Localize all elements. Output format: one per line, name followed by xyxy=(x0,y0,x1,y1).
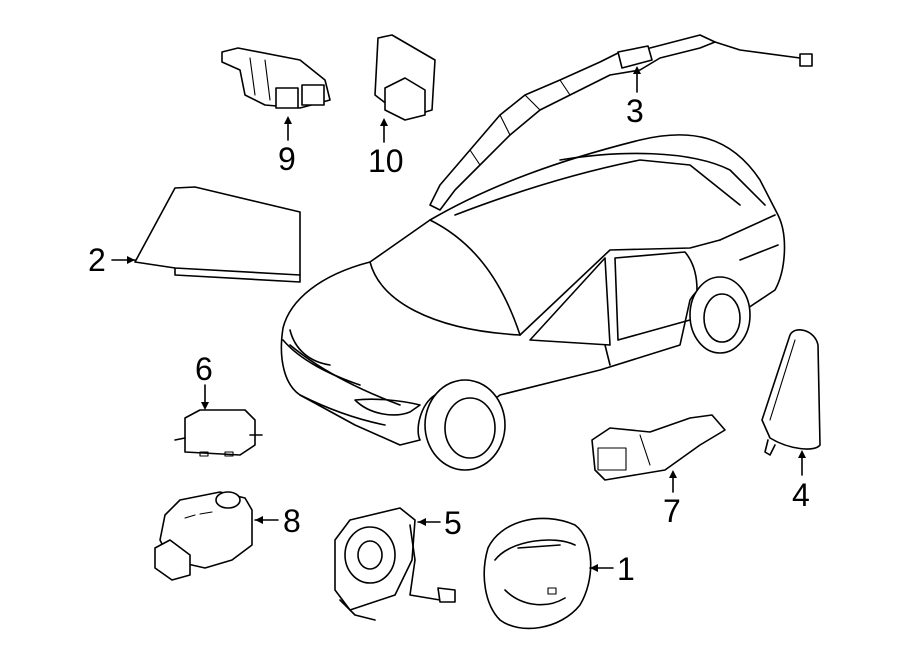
part-4-side-airbag xyxy=(761,329,821,456)
part-6-sensor xyxy=(174,409,263,457)
callout-1: 1 xyxy=(617,551,635,587)
callout-2: 2 xyxy=(88,242,106,278)
callout-8: 8 xyxy=(283,503,301,539)
callout-labels: 1 2 3 4 5 6 7 8 9 10 xyxy=(88,93,810,587)
part-5-clockspring xyxy=(334,507,456,621)
part-7-module xyxy=(591,414,726,481)
callout-4: 4 xyxy=(792,477,810,513)
callout-9: 9 xyxy=(278,141,296,177)
part-8-impact-sensor xyxy=(154,491,253,581)
part-9-connector xyxy=(221,47,331,109)
part-3-curtain-airbag xyxy=(429,34,813,211)
part-2-airbag-panel xyxy=(134,186,301,283)
vehicle-illustration xyxy=(280,134,786,471)
callout-3: 3 xyxy=(626,93,644,129)
leader-lines xyxy=(111,66,806,572)
part-10-module xyxy=(374,34,436,121)
callout-6: 6 xyxy=(195,351,213,387)
callout-7: 7 xyxy=(663,493,681,529)
callout-10: 10 xyxy=(368,143,404,179)
callout-5: 5 xyxy=(444,505,462,541)
part-1-driver-airbag xyxy=(483,517,592,630)
